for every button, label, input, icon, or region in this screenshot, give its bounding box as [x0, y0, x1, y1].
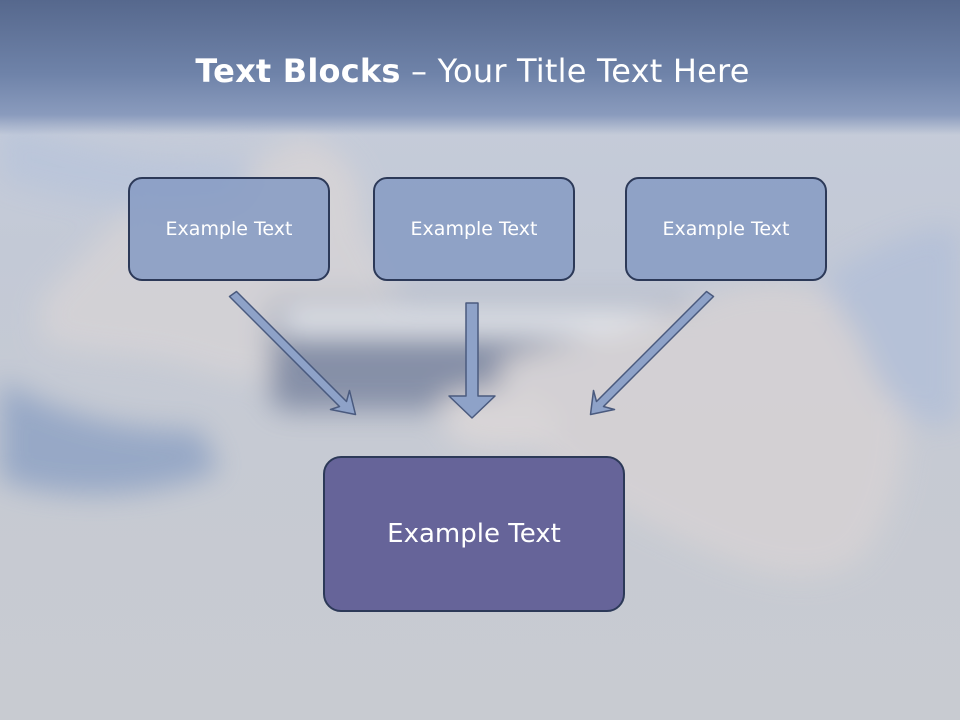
title-bold-part: Text Blocks [195, 52, 401, 90]
text-block-bottom-label: Example Text [387, 519, 561, 549]
text-block-left-label: Example Text [165, 218, 293, 240]
text-block-center-label: Example Text [410, 218, 538, 240]
slide-title: Text Blocks – Your Title Text Here [0, 52, 945, 90]
text-block-right-label: Example Text [662, 218, 790, 240]
text-block-bottom[interactable]: Example Text [323, 456, 625, 612]
text-block-center[interactable]: Example Text [373, 177, 575, 281]
text-block-left[interactable]: Example Text [128, 177, 330, 281]
title-band [0, 0, 960, 135]
text-block-right[interactable]: Example Text [625, 177, 827, 281]
title-separator: – [400, 52, 438, 90]
title-rest-part: Your Title Text Here [437, 52, 750, 90]
